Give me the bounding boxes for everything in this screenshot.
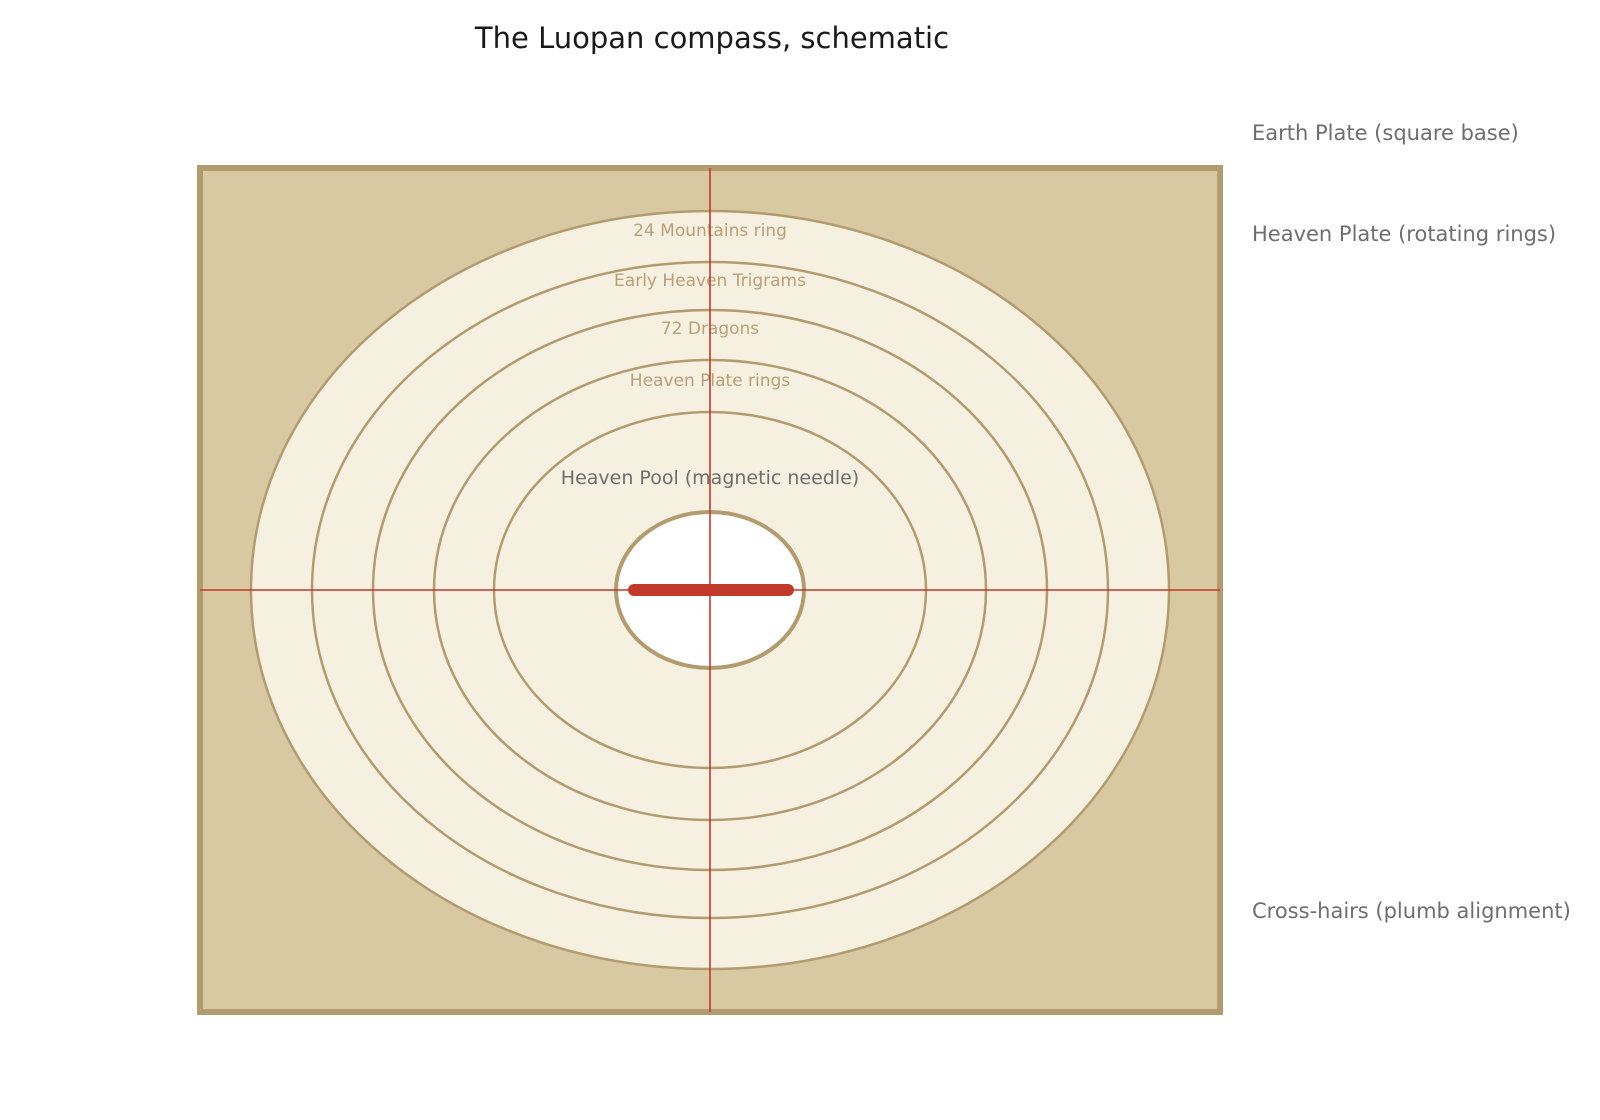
legend-cross-hairs: Cross-hairs (plumb alignment) (1252, 899, 1571, 923)
legend-earth-plate: Earth Plate (square base) (1252, 121, 1519, 145)
legend-heaven-plate: Heaven Plate (rotating rings) (1252, 222, 1556, 246)
diagram-title: The Luopan compass, schematic (474, 21, 949, 55)
